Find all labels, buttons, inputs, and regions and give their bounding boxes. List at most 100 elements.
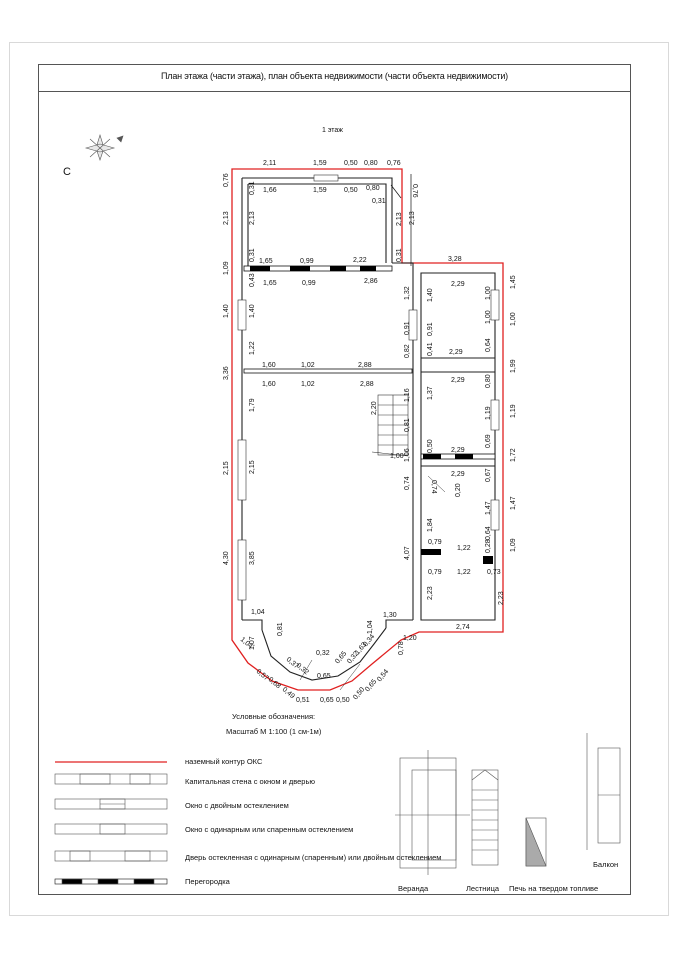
legend-item: наземный контур ОКС xyxy=(185,757,263,766)
dim: 2,20 xyxy=(371,401,378,415)
dim: 1,19 xyxy=(510,404,517,418)
dim: 0,65 xyxy=(320,697,334,704)
dim: 1,40 xyxy=(427,288,434,302)
dim: 0,67 xyxy=(485,468,492,482)
dim: 2,88 xyxy=(360,381,374,388)
dim: 0,68 xyxy=(267,676,282,690)
dim: 2,29 xyxy=(451,471,465,478)
ground-contour xyxy=(231,168,504,691)
drawing-sheet xyxy=(38,64,631,895)
balcony-symbol xyxy=(586,733,621,850)
floor-label: 1 этаж xyxy=(322,127,343,134)
dim: 0,80 xyxy=(366,185,380,192)
dim: 2,74 xyxy=(456,624,470,631)
dim: 0,79 xyxy=(428,569,442,576)
symbol-label: Печь на твердом топливе xyxy=(509,884,598,893)
dim: 2,22 xyxy=(353,257,367,264)
dim: 0,65 xyxy=(364,678,378,693)
dim: 0,31 xyxy=(249,181,256,195)
dim: 0,50 xyxy=(427,439,434,453)
dim: 0,64 xyxy=(485,526,492,540)
dim: 2,11 xyxy=(263,160,276,167)
dim: 0,99 xyxy=(302,280,316,287)
legend-item: Перегородка xyxy=(185,877,231,886)
legend-heading: Условные обозначения: xyxy=(232,712,315,721)
dim: 0,50 xyxy=(336,697,350,704)
partitions xyxy=(243,174,496,564)
dim: 0,34 xyxy=(362,633,376,648)
dimension-labels: 2,11 1,59 0,50 0,80 0,76 1,66 1,59 0,50 … xyxy=(251,160,501,704)
dim: 1,06 xyxy=(404,448,411,462)
legend-item: Капитальная стена с окном и дверью xyxy=(185,777,315,786)
stove-symbol xyxy=(525,817,547,867)
symbol-label: Лестница xyxy=(466,884,500,893)
dim: 0,65 xyxy=(334,650,348,665)
dim: 0,50 xyxy=(344,187,358,194)
dim: 2,29 xyxy=(451,281,465,288)
dim: 1,04 xyxy=(251,609,265,616)
dim: 2,13 xyxy=(396,212,403,226)
dim: 0,32 xyxy=(316,650,330,657)
dim: 0,76 xyxy=(223,173,230,187)
dim: 0,79 xyxy=(428,539,442,546)
legend-scale: Масштаб М 1:100 (1 см-1м) xyxy=(226,727,322,736)
dim: 0,64 xyxy=(485,338,492,352)
legend-item: Окно с двойным остеклением xyxy=(185,801,289,810)
dim: 2,29 xyxy=(449,349,463,356)
dim: 0,43 xyxy=(249,273,256,287)
dim: 2,13 xyxy=(249,211,256,225)
dim: 1,47 xyxy=(485,501,492,515)
dim: 1,40 xyxy=(249,304,256,318)
dim: 1,40 xyxy=(223,304,230,318)
dim: 2,86 xyxy=(364,278,378,285)
dim: 2,15 xyxy=(223,461,230,475)
legend-item: Окно с одинарным или спаренным остеклени… xyxy=(185,825,353,834)
legend-item: Дверь остекленная с одинарным (спаренным… xyxy=(185,853,441,862)
dim: 1,45 xyxy=(510,275,517,289)
dim: 1,00 xyxy=(510,312,517,326)
dim: 2,15 xyxy=(249,460,256,474)
dim: 1,02 xyxy=(301,362,315,369)
dim: 2,13 xyxy=(223,211,230,225)
dim: 1,09 xyxy=(223,261,230,275)
dim: 1,65 xyxy=(263,280,277,287)
dim: 1,60 xyxy=(262,381,276,388)
dim: 0,51 xyxy=(296,697,310,704)
dim: 1,22 xyxy=(457,569,471,576)
dim: 4,30 xyxy=(223,551,230,565)
north-label: С xyxy=(63,166,71,178)
dim: 1,19 xyxy=(485,406,492,420)
main-walls xyxy=(241,177,496,681)
dim: 1,20 xyxy=(403,635,417,642)
dim: 0,99 xyxy=(300,258,314,265)
dim: 0,76 xyxy=(411,184,418,198)
dim: 0,91 xyxy=(404,321,411,335)
dim: 1,66 xyxy=(263,187,277,194)
dim: 1,79 xyxy=(249,398,256,412)
vertical-dimension-labels: 0,76 2,13 1,09 1,40 3,36 2,15 4,30 0,31 … xyxy=(223,173,517,701)
dim: 2,23 xyxy=(498,591,505,605)
dim: 0,82 xyxy=(404,344,411,358)
symbol-label: Балкон xyxy=(593,860,618,869)
title-bar: План этажа (части этажа), план объекта н… xyxy=(38,64,631,92)
dim: 0,20 xyxy=(455,483,462,497)
dim: 0,91 xyxy=(427,322,434,336)
dim: 0,76 xyxy=(387,160,401,167)
dim: 0,78 xyxy=(398,641,405,655)
dim: 3,85 xyxy=(249,551,256,565)
symbol-labels: Веранда Лестница Печь на твердом топливе… xyxy=(398,860,618,893)
page-border xyxy=(9,42,669,916)
dim: 2,13 xyxy=(409,211,416,225)
dim: 4,07 xyxy=(404,546,411,560)
dim: 1,47 xyxy=(510,496,517,510)
dim: 1,07 xyxy=(249,636,256,650)
dim: 0,54 xyxy=(376,668,390,683)
dim: 0,69 xyxy=(485,434,492,448)
stairs-symbol xyxy=(471,769,499,866)
dim: 3,28 xyxy=(448,256,462,263)
dim: 0,74 xyxy=(404,476,411,490)
dim: 1,04 xyxy=(367,620,374,634)
dim: 1,60 xyxy=(262,362,276,369)
dim: 0,28 xyxy=(485,539,492,553)
dim: 0,41 xyxy=(427,342,434,356)
